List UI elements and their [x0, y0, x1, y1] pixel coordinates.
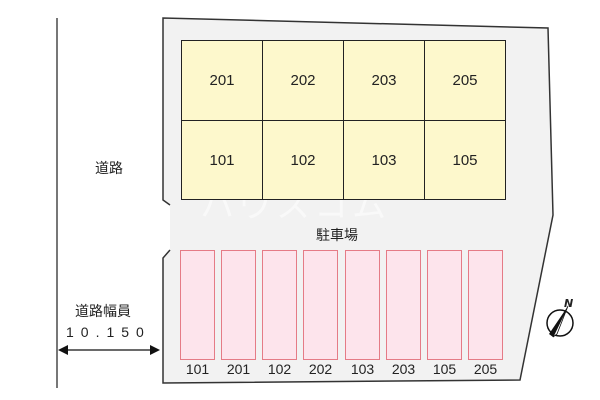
north-label: N: [564, 297, 574, 310]
parking-stall: [303, 250, 338, 360]
stall-label: 202: [308, 361, 333, 377]
stall-label: 205: [473, 361, 498, 377]
unit-102: 102: [262, 120, 344, 200]
unit-205: 205: [424, 40, 506, 121]
arrow-head-left: [58, 345, 68, 355]
parking-stall: [386, 250, 421, 360]
site-boundary: [162, 17, 554, 384]
stall-label: 203: [391, 361, 416, 377]
unit-101: 101: [181, 120, 263, 200]
road-width-value: 10.150: [66, 324, 151, 340]
parking-stall: [221, 250, 256, 360]
road-width-label: 道路幅員: [75, 304, 131, 320]
parking-stall: [262, 250, 297, 360]
unit-105: 105: [424, 120, 506, 200]
stall-label: 201: [226, 361, 251, 377]
unit-203: 203: [343, 40, 425, 121]
unit-202: 202: [262, 40, 344, 121]
north-compass-icon: [546, 305, 574, 338]
unit-201: 201: [181, 40, 263, 121]
arrow-head-right: [150, 345, 160, 355]
parking-stall: [345, 250, 380, 360]
road-label: 道路: [95, 161, 123, 177]
stall-label: 102: [267, 361, 292, 377]
unit-103: 103: [343, 120, 425, 200]
parking-stall: [180, 250, 215, 360]
parking-stall: [468, 250, 503, 360]
parking-stall: [427, 250, 462, 360]
stall-label: 101: [185, 361, 210, 377]
parking-label: 駐車場: [316, 228, 358, 244]
stall-label: 103: [350, 361, 375, 377]
stall-label: 105: [432, 361, 457, 377]
